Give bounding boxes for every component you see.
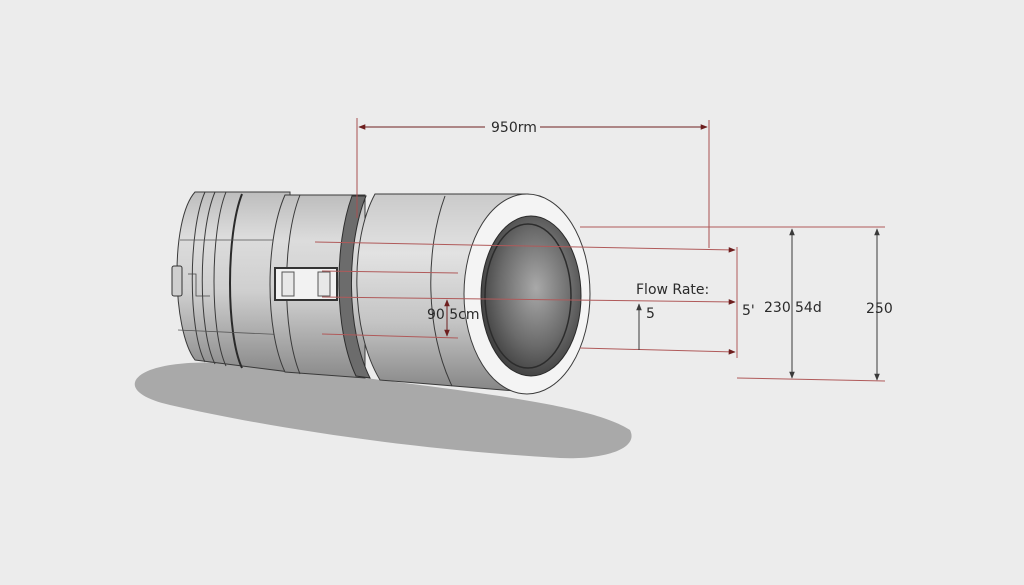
- groove-ring: [338, 195, 371, 379]
- dimension-diameter: 230 54d: [764, 228, 822, 379]
- total-height-label: 250: [866, 301, 893, 317]
- left-cap: [171, 191, 291, 373]
- ground-shadow: [134, 362, 632, 459]
- bore-opening: [463, 193, 591, 395]
- overall-length-label: 950rm: [491, 120, 537, 136]
- flow-rate-value: 5: [646, 306, 655, 322]
- dimension-total-height: 250: [866, 228, 893, 381]
- bore-extent-label: 5': [742, 303, 755, 319]
- inner-diameter-label: 230: [764, 300, 791, 316]
- outer-diameter-label: 54d: [795, 300, 822, 316]
- dimension-bore-extent: 5': [736, 247, 755, 358]
- extension-lines: [314, 226, 886, 382]
- dimension-flow-rate: Flow Rate: 5: [636, 282, 709, 350]
- side-tab: [171, 265, 183, 297]
- section-height-label: 90 5cm: [427, 307, 480, 323]
- dimension-section-height: 90 5cm: [427, 299, 480, 337]
- flow-rate-label: Flow Rate:: [636, 282, 709, 298]
